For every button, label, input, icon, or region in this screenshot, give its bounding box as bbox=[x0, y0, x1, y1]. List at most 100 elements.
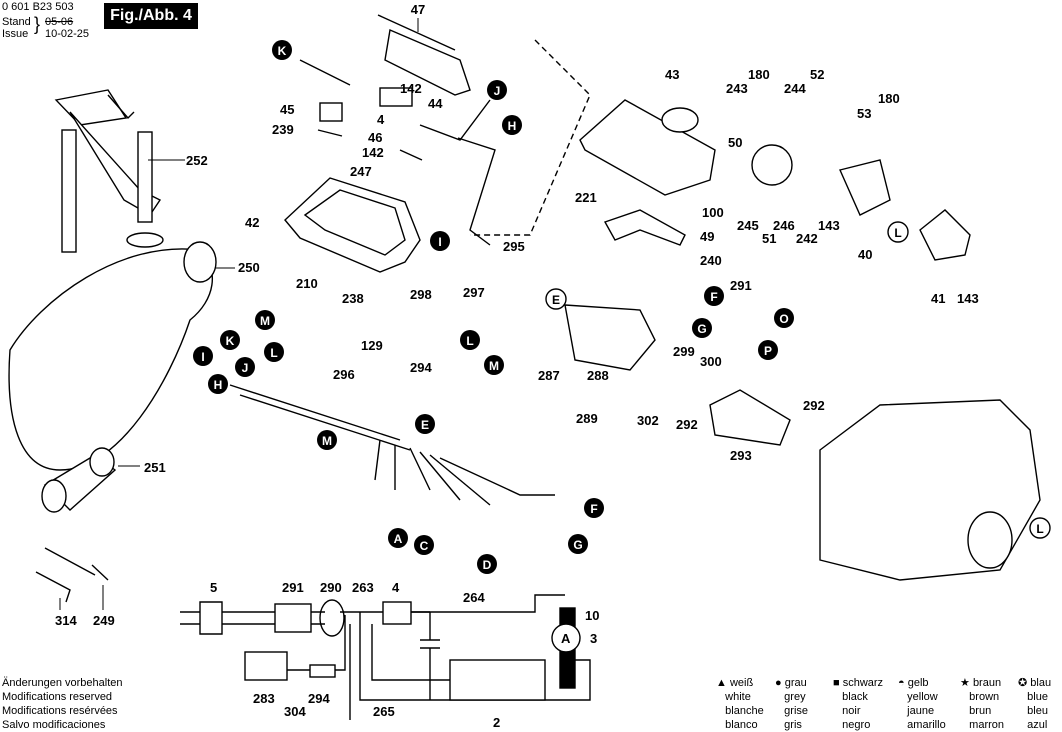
label-53: 53 bbox=[857, 106, 871, 121]
label-287: 287 bbox=[538, 368, 560, 383]
stand-label: Stand bbox=[2, 16, 31, 28]
sch-304: 304 bbox=[284, 704, 306, 719]
wrench-part bbox=[44, 547, 109, 581]
sch-264: 264 bbox=[463, 590, 485, 605]
svg-text:L: L bbox=[270, 346, 277, 360]
footer-line-3: Modifications resérvées bbox=[2, 705, 118, 717]
label-294: 294 bbox=[410, 360, 432, 375]
label-240: 240 bbox=[700, 253, 722, 268]
callout-E-open: E bbox=[545, 288, 567, 310]
callout-I: I bbox=[193, 346, 213, 366]
callout-M: M bbox=[484, 355, 504, 375]
cable-harness bbox=[229, 384, 555, 506]
callout-G: G bbox=[568, 534, 588, 554]
callout-J: J bbox=[487, 80, 507, 100]
svg-text:F: F bbox=[590, 502, 597, 516]
sch-2: 2 bbox=[493, 715, 500, 730]
svg-text:M: M bbox=[489, 359, 499, 373]
svg-text:I: I bbox=[438, 235, 441, 249]
label-43: 43 bbox=[665, 67, 679, 82]
callout-L: L bbox=[460, 330, 480, 350]
part-41 bbox=[919, 209, 971, 261]
svg-text:O: O bbox=[779, 312, 788, 326]
label-100: 100 bbox=[702, 205, 724, 220]
svg-text:D: D bbox=[483, 558, 492, 572]
label-297: 297 bbox=[463, 285, 485, 300]
label-244: 244 bbox=[784, 81, 806, 96]
handle-part-49 bbox=[603, 209, 686, 246]
callout-H: H bbox=[208, 374, 228, 394]
label-47: 47 bbox=[411, 2, 425, 17]
part-k-screw bbox=[299, 59, 351, 86]
legend-blue: ✪ blau blue bleu azul bbox=[1018, 677, 1052, 731]
label-51: 51 bbox=[762, 231, 776, 246]
legend-white: ▲ weiß white blanche blanco bbox=[716, 677, 764, 731]
label-42: 42 bbox=[245, 215, 259, 230]
callout-P: P bbox=[758, 340, 778, 360]
label-289: 289 bbox=[576, 411, 598, 426]
label-180: 180 bbox=[748, 67, 770, 82]
part-46 bbox=[399, 149, 423, 161]
label-221: 221 bbox=[575, 190, 597, 205]
label-246: 246 bbox=[773, 218, 795, 233]
callout-M: M bbox=[317, 430, 337, 450]
brace: } bbox=[34, 14, 41, 34]
label-180b: 180 bbox=[878, 91, 900, 106]
callout-A: A bbox=[388, 528, 408, 548]
sch-291: 291 bbox=[282, 580, 304, 595]
svg-text:G: G bbox=[573, 538, 582, 552]
doc-number: 0 601 B23 503 bbox=[2, 1, 74, 13]
part-142 bbox=[379, 87, 413, 107]
svg-text:K: K bbox=[278, 44, 287, 58]
sch-5: 5 bbox=[210, 580, 217, 595]
issue-date: 10-02-25 bbox=[45, 28, 90, 40]
label-143b: 143 bbox=[957, 291, 979, 306]
callout-C: C bbox=[414, 535, 434, 555]
legend-grey: ● grau grey grise gris bbox=[775, 677, 809, 731]
label-243: 243 bbox=[726, 81, 748, 96]
svg-text:H: H bbox=[214, 378, 223, 392]
label-252: 252 bbox=[186, 153, 208, 168]
legend-brown: ★ braun brown brun marron bbox=[960, 677, 1005, 731]
label-296: 296 bbox=[333, 367, 355, 382]
hex-key-part bbox=[35, 571, 71, 603]
svg-text:M: M bbox=[322, 434, 332, 448]
label-50: 50 bbox=[728, 135, 742, 150]
label-291: 291 bbox=[730, 278, 752, 293]
callout-F: F bbox=[584, 498, 604, 518]
callout-K: K bbox=[220, 330, 240, 350]
callout-G: G bbox=[692, 318, 712, 338]
callout-F: F bbox=[704, 286, 724, 306]
stand-date: 05-06 bbox=[45, 16, 74, 28]
svg-text:A: A bbox=[394, 532, 403, 546]
svg-text:P: P bbox=[764, 344, 772, 358]
svg-text:F: F bbox=[710, 290, 717, 304]
part-45 bbox=[319, 102, 343, 122]
part-288 bbox=[564, 304, 656, 371]
callout-I: I bbox=[430, 231, 450, 251]
label-300: 300 bbox=[700, 354, 722, 369]
label-4: 4 bbox=[377, 112, 385, 127]
sch-3: 3 bbox=[590, 631, 597, 646]
label-49: 49 bbox=[700, 229, 714, 244]
callout-M: M bbox=[255, 310, 275, 330]
label-44: 44 bbox=[428, 96, 443, 111]
label-250: 250 bbox=[238, 260, 260, 275]
figure-label: Fig./Abb. 4 bbox=[104, 3, 198, 29]
callout-J: J bbox=[235, 357, 255, 377]
part-293 bbox=[709, 389, 791, 446]
label-52: 52 bbox=[810, 67, 824, 82]
label-239: 239 bbox=[272, 122, 294, 137]
label-251: 251 bbox=[144, 460, 166, 475]
sch-290: 290 bbox=[320, 580, 342, 595]
svg-text:M: M bbox=[260, 314, 270, 328]
label-45: 45 bbox=[280, 102, 294, 117]
label-292b: 292 bbox=[803, 398, 825, 413]
label-46: 46 bbox=[368, 130, 382, 145]
callout-O: O bbox=[774, 308, 794, 328]
callout-K: K bbox=[272, 40, 292, 60]
issue-label: Issue bbox=[2, 28, 29, 40]
callout-L: L bbox=[264, 342, 284, 362]
callout-D: D bbox=[477, 554, 497, 574]
